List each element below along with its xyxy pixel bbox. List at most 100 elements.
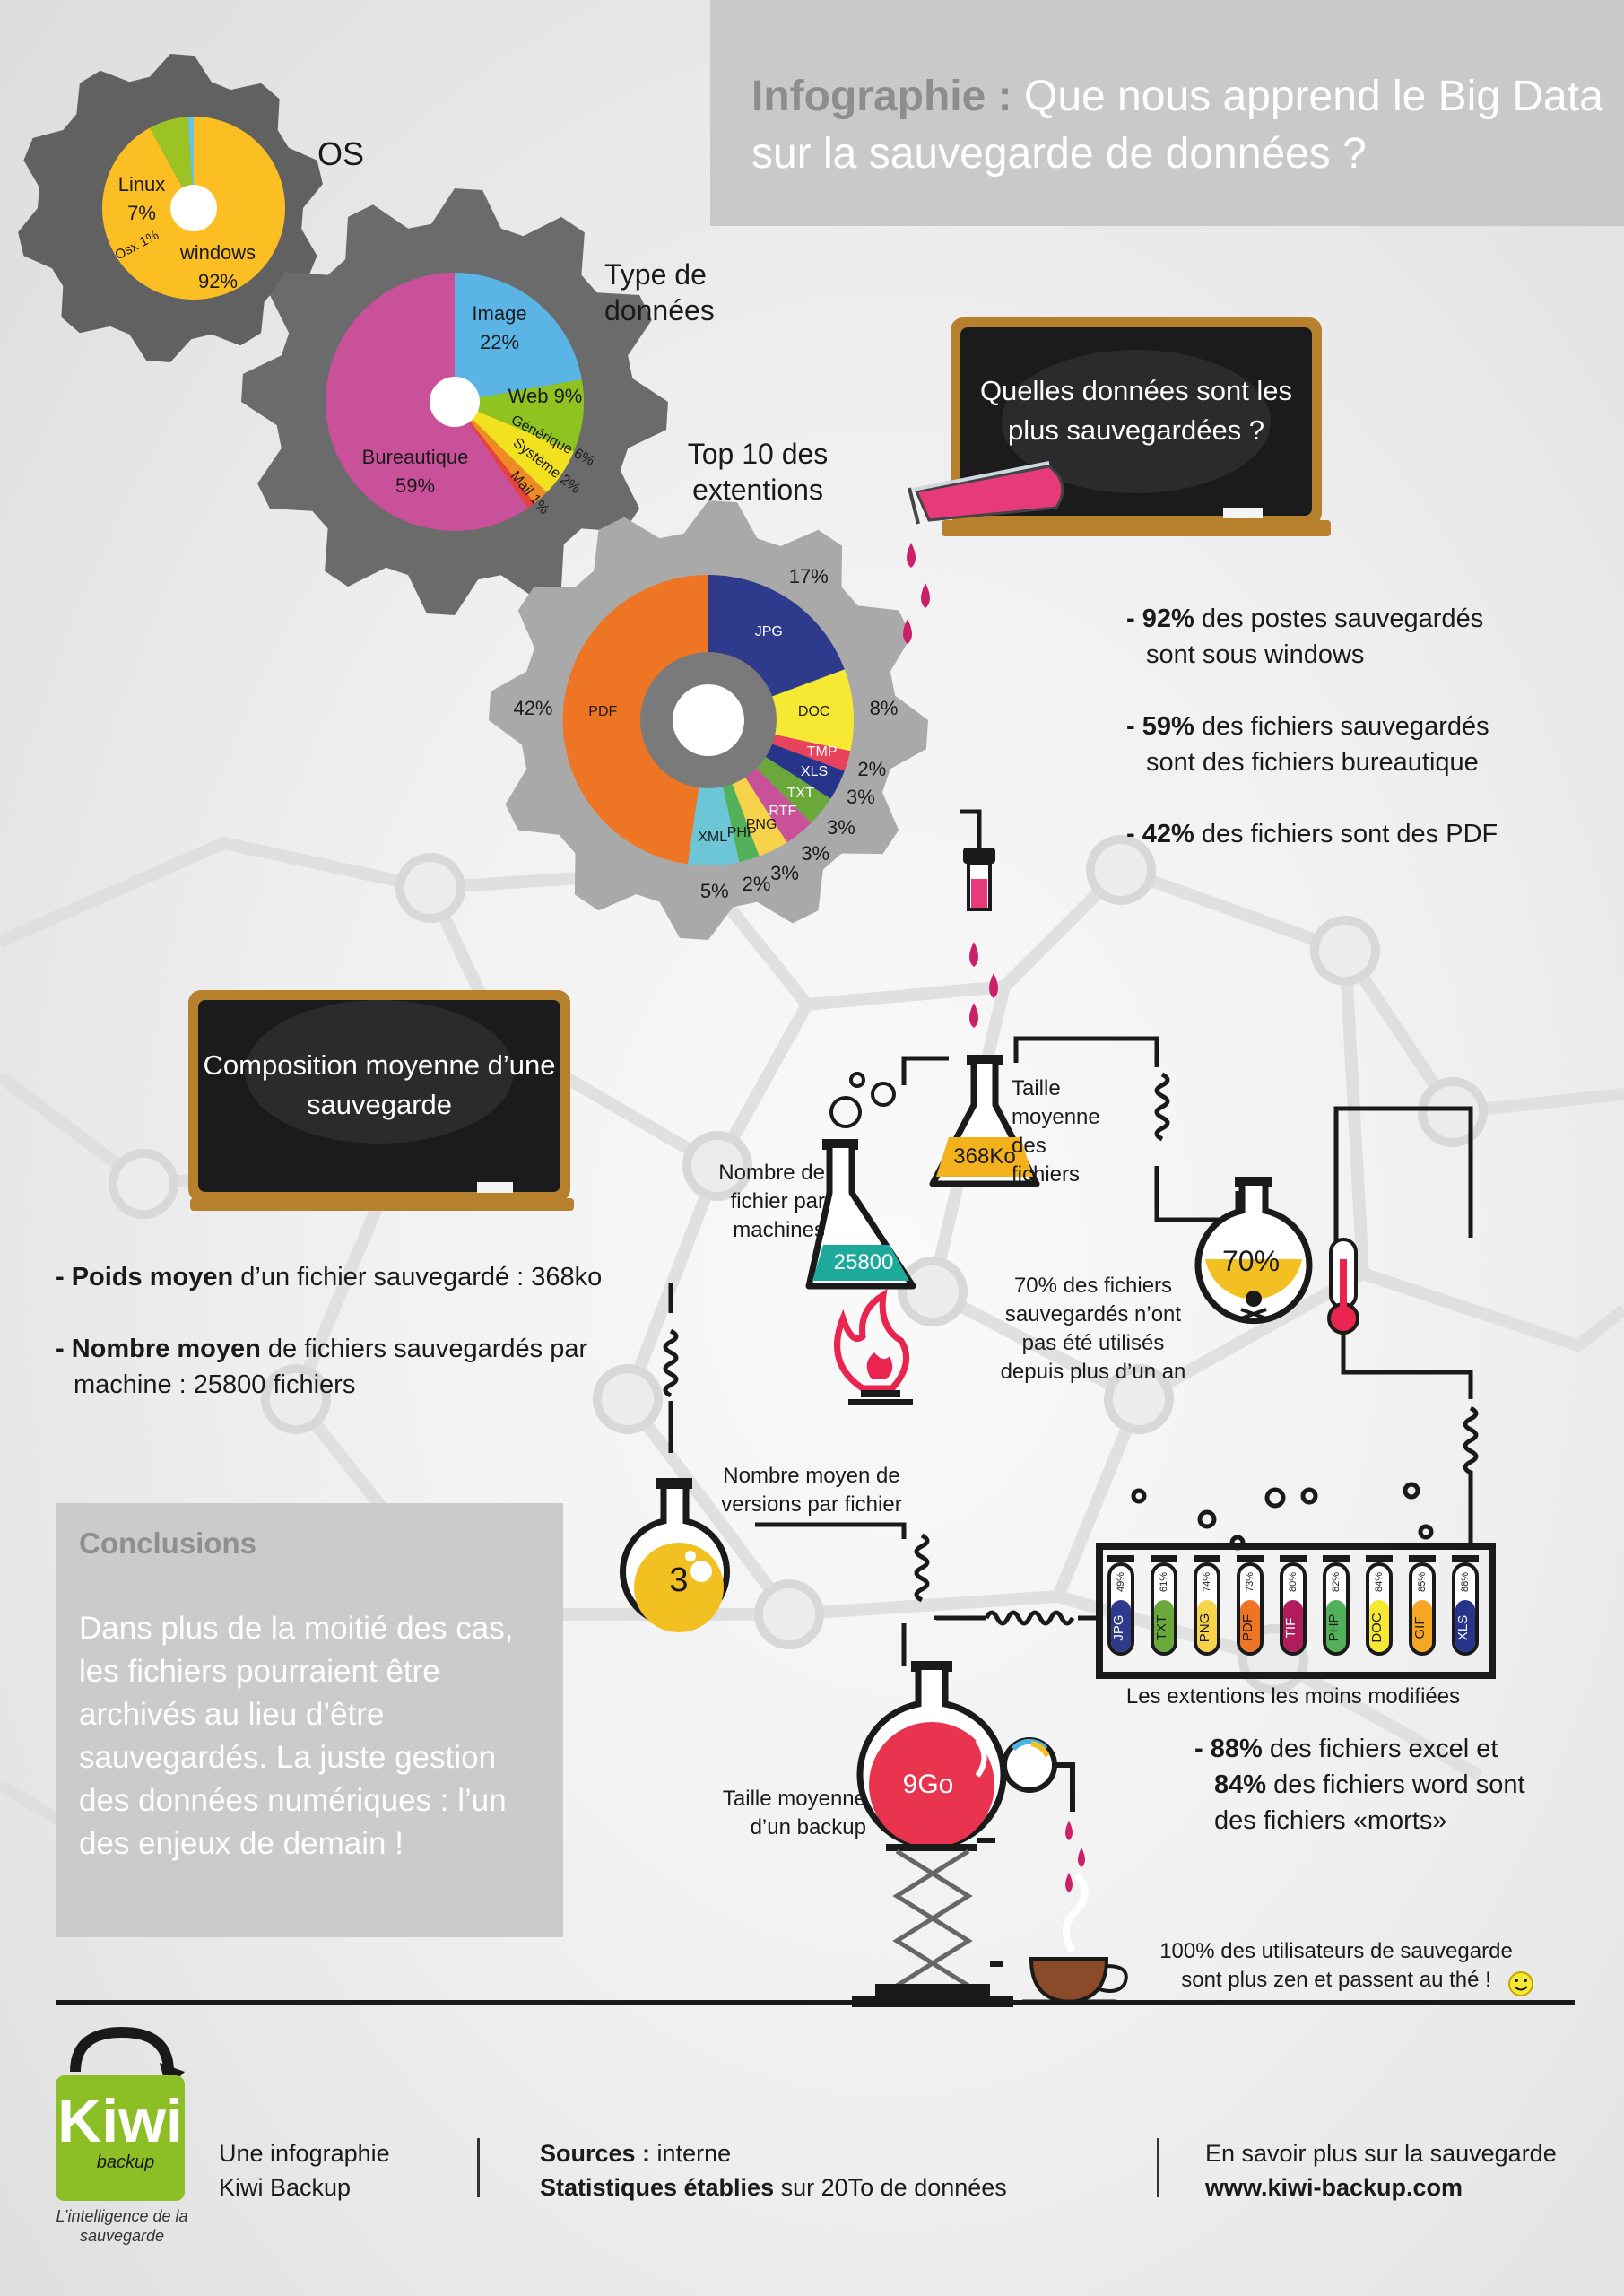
conclusions-heading: Conclusions [79, 1526, 257, 1560]
footer-credit: Une infographie Kiwi Backup [219, 2140, 390, 2201]
tea-cup-icon [1022, 1872, 1128, 2005]
page-title: Infographie : Que nous apprend le Big Da… [751, 73, 1603, 178]
conclusions-box: Conclusions Dans plus de la moitié des c… [56, 1503, 563, 1937]
tube-liquid-xls [1455, 1600, 1475, 1652]
ext-slice-pdf [562, 574, 708, 865]
types-slice-web: Web 9% [508, 385, 583, 407]
footer-more: En savoir plus sur la sauvegarde www.kiw… [1205, 2140, 1557, 2201]
types-slice-générique [455, 402, 574, 492]
flask-file-size [929, 1055, 1040, 1187]
flask-backup-value: 9Go [902, 1770, 954, 1799]
flask-versions-value: 3 [669, 1561, 689, 1599]
os-chart-title: OS [317, 135, 365, 172]
chalkboard-question-text: Quelles données sont les plus sauvegardé… [979, 375, 1293, 446]
tube-cap [1237, 1555, 1264, 1562]
stat-excel-line: - 88% des fichiers excel et [1194, 1735, 1498, 1763]
pipette-icon [960, 809, 995, 911]
os-slice-linux [149, 117, 194, 208]
tube-pct-tif: 80% [1288, 1571, 1298, 1593]
flask-unused-value: 70% [1221, 1245, 1281, 1277]
flask-file-count [805, 1072, 916, 1290]
flask-file-count-value: 25800 [833, 1250, 894, 1274]
smiley-icon [1508, 1971, 1533, 1996]
ext-slice-xml [687, 720, 740, 866]
footer-url-link[interactable]: www.kiwi-backup.com [1205, 2174, 1463, 2201]
tube-name-xls: XLS [1455, 1614, 1471, 1641]
tube-liquid-pdf [1240, 1600, 1260, 1652]
coil [984, 1610, 1075, 1626]
types-slice-web [455, 379, 584, 452]
chalkboard-composition [188, 990, 574, 1211]
conclusions-text: Dans plus de la moitié des cas, les fich… [79, 1611, 514, 1861]
pouring-test-tube-icon [908, 461, 1064, 525]
types-slice-image: Image 22% [472, 302, 527, 353]
lab-coils [663, 1072, 1479, 1626]
flask-file-size-value: 368Ko [953, 1144, 1016, 1169]
tube-cap [1409, 1555, 1436, 1562]
stat-excel-word: - 88% des fichiers excel et 84% des fich… [1194, 1731, 1580, 1839]
flask-unused-files [1194, 1177, 1313, 1325]
tube-name-pdf: PDF [1240, 1614, 1255, 1641]
ext-name-tmp: TMP [806, 744, 838, 761]
flask-file-size-label: Taille moyenne des fichiers [1012, 1076, 1100, 1187]
os-slice-windows: windows 92% [179, 241, 256, 292]
ext-pct-rtf: 3% [801, 841, 830, 865]
chalkboard-composition-text: Composition moyenne d’une sauvegarde [203, 1049, 556, 1120]
types-slice-système [455, 402, 547, 504]
stat-file-count: - Nombre moyen de fichiers sauvegardés p… [56, 1335, 588, 1399]
flask-versions-label: Nombre moyen de versions par fichier [721, 1464, 902, 1517]
ext-pct-pdf: 42% [513, 697, 553, 720]
types-slice-bureautique: Bureautique 59% [361, 446, 469, 497]
ext-name-php: PHP [726, 824, 757, 840]
os-hole [170, 185, 217, 231]
coil [1154, 1072, 1170, 1142]
stats-left: - Poids moyen d’un fichier sauvegardé : … [56, 1259, 665, 1403]
ext-hole [673, 684, 744, 756]
coil [663, 1328, 679, 1398]
tube-cap [1366, 1555, 1393, 1562]
ext-name-txt: TXT [786, 785, 814, 801]
types-chart-title: Type de données [604, 258, 715, 326]
tube-liquid-gif [1412, 1600, 1432, 1652]
tube-cap [1452, 1555, 1479, 1562]
ext-name-xls: XLS [800, 764, 829, 780]
stat-word-line: 84% des fichiers word sont [1214, 1770, 1525, 1799]
ext-slice-doc [708, 669, 854, 752]
bubbles-icon [1131, 1482, 1434, 1551]
zen-text: 100% des utilisateurs de sauvegarde sont… [1159, 1939, 1513, 1992]
burner-flame-icon [834, 1289, 913, 1405]
ext-pct-tmp: 2% [857, 757, 887, 780]
tube-pct-php: 82% [1331, 1571, 1342, 1593]
tube-name-doc: DOC [1369, 1613, 1385, 1643]
ext-pct-doc: 8% [869, 697, 899, 720]
ext-name-doc: DOC [797, 703, 830, 719]
thermometer-icon [1327, 1238, 1359, 1335]
pie-extensions-chart [562, 574, 854, 866]
flask-unused-label: 70% des fichiers sauvegardés n’ont pas é… [1000, 1274, 1186, 1384]
tube-liquid-txt [1154, 1600, 1174, 1652]
types-slice-bureautique [326, 273, 528, 531]
tube-liquid-tif [1283, 1600, 1303, 1652]
stat-dead-line: des fichiers «morts» [1214, 1806, 1447, 1835]
stat-pdf: - 42% des fichiers sont des PDF [1126, 820, 1498, 848]
logo-sub: backup [96, 2152, 155, 2172]
ext-name-rtf: RTF [769, 803, 797, 819]
tube-liquid-php [1326, 1600, 1346, 1652]
tube-pct-gif: 85% [1417, 1571, 1428, 1593]
tube-liquid-doc [1369, 1600, 1389, 1652]
flask-backup-size [852, 1661, 1075, 2007]
tube-cap [1194, 1555, 1220, 1562]
tube-cap [1151, 1555, 1177, 1562]
tube-name-txt: TXT [1154, 1614, 1169, 1641]
footer-divider [56, 2000, 1575, 2005]
test-tube-rack [1096, 1543, 1496, 1679]
ext-pct-php: 2% [742, 873, 771, 896]
pie-os-chart [102, 117, 286, 300]
title-banner: Infographie : Que nous apprend le Big Da… [710, 0, 1624, 226]
tube-name-png: PNG [1197, 1613, 1212, 1643]
tube-cap [1280, 1555, 1307, 1562]
drops-icon [903, 543, 1085, 1892]
